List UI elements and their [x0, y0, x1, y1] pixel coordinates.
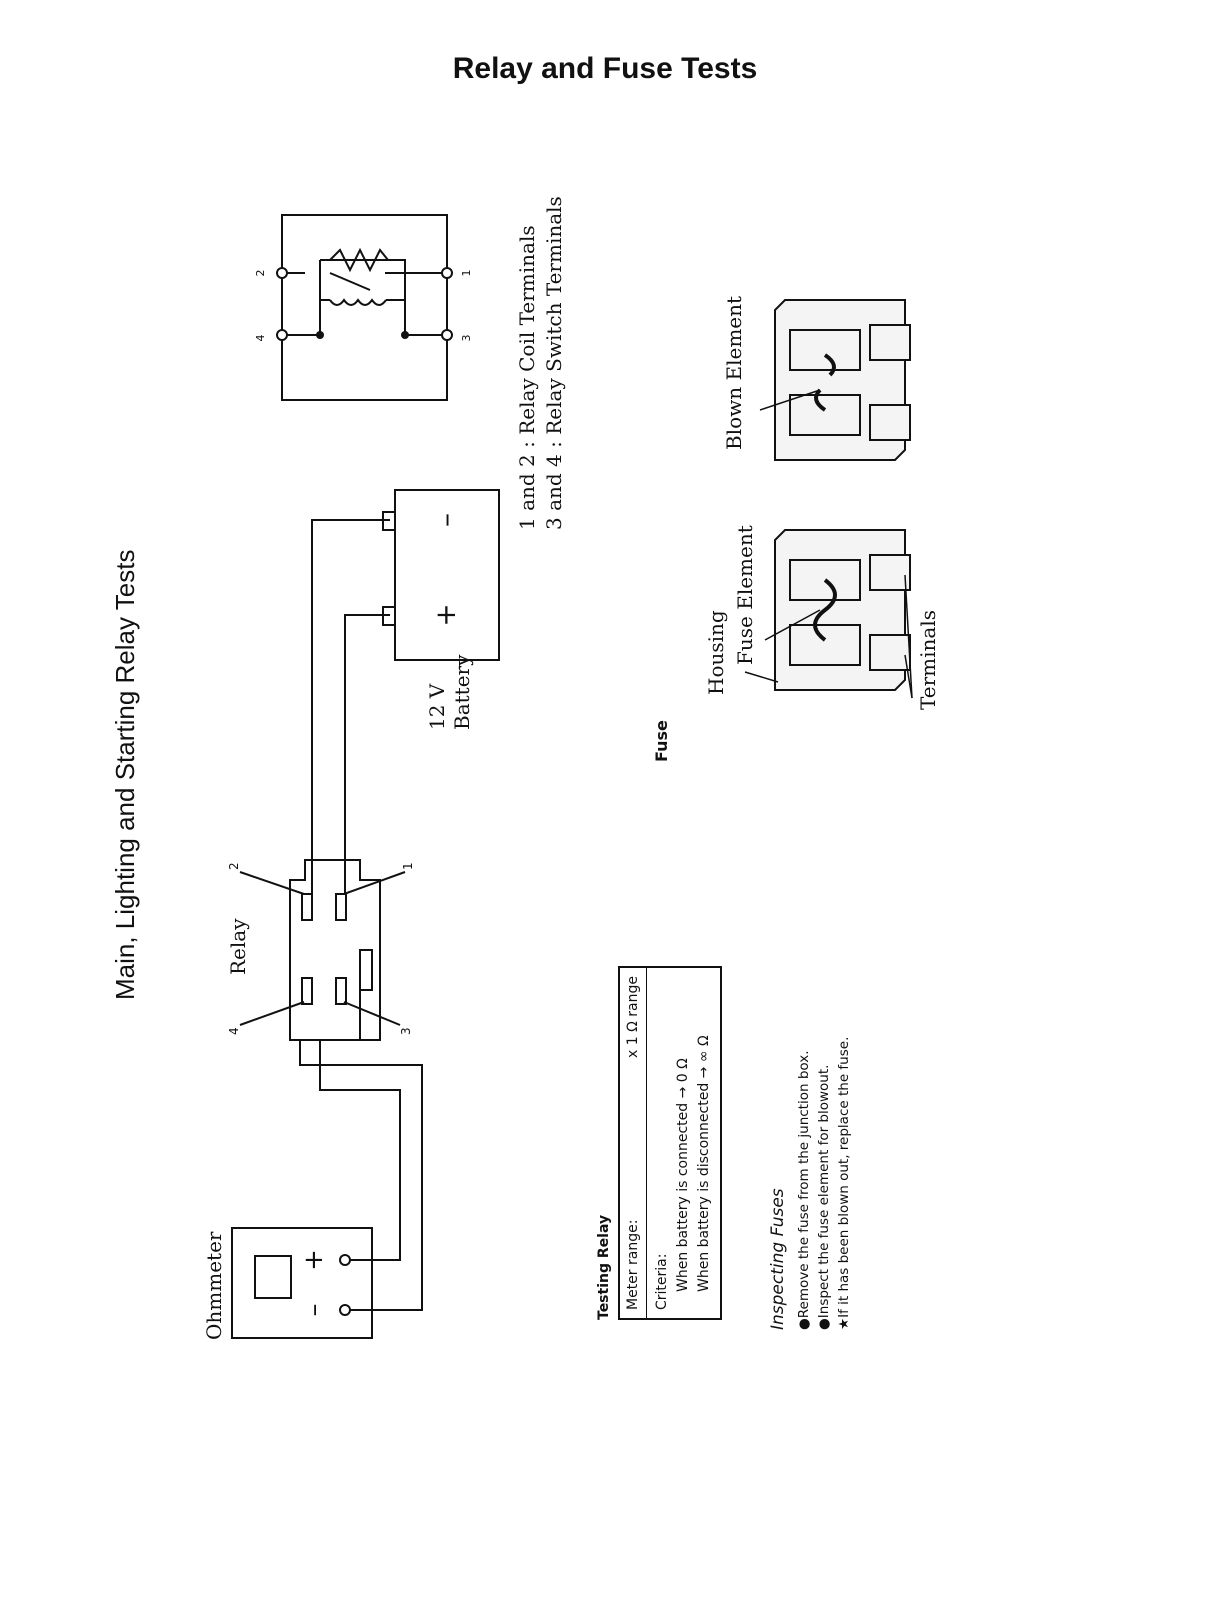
relay-pin-1-num: 1 [401, 862, 415, 870]
wire-relay-battery-neg [311, 519, 390, 894]
terminals-leader-2 [904, 574, 913, 699]
battery-plus: + [429, 603, 462, 626]
fuse-element-leader [764, 609, 821, 641]
housing-leader [744, 671, 779, 683]
relay-pin-2-num: 2 [227, 862, 241, 870]
battery-body [394, 489, 500, 661]
wire-meter-minus [299, 1040, 423, 1311]
ohmmeter-scale [254, 1255, 292, 1299]
relay-pin-4 [301, 977, 313, 1005]
battery-minus: – [429, 513, 462, 527]
meter-minus-terminal [339, 1304, 351, 1316]
fuse-blown-drawing [774, 299, 911, 461]
relay-pin-4-num: 4 [227, 1027, 241, 1035]
battery-post-neg [382, 511, 396, 531]
schem-pin-4: 4 [254, 335, 267, 342]
relay-body [289, 859, 381, 1041]
blown-element-leader [759, 389, 821, 411]
schem-pin-2: 2 [254, 270, 267, 277]
battery-post-pos [382, 606, 396, 626]
relay-pin-3-num: 3 [399, 1027, 413, 1035]
coil-symbol [329, 298, 387, 306]
relay-pin-2 [301, 893, 313, 921]
resistor-symbol [329, 247, 389, 273]
wire-relay-battery-pos [344, 614, 390, 894]
wire-meter-plus [319, 1040, 401, 1261]
meter-plus-sign: + [299, 1249, 329, 1271]
schem-pin-3: 3 [460, 335, 473, 342]
meter-plus-terminal [339, 1254, 351, 1266]
ohmmeter-body [231, 1227, 373, 1339]
relay-pin-3 [335, 977, 347, 1005]
meter-minus-sign: – [299, 1304, 329, 1317]
relay-pin-1 [335, 893, 347, 921]
fuse-good-drawing [774, 529, 911, 691]
page-title: Relay and Fuse Tests [452, 52, 758, 85]
relay-schematic [281, 214, 448, 401]
schem-pin-1: 1 [460, 270, 473, 277]
terminals-leader-1 [904, 654, 913, 699]
